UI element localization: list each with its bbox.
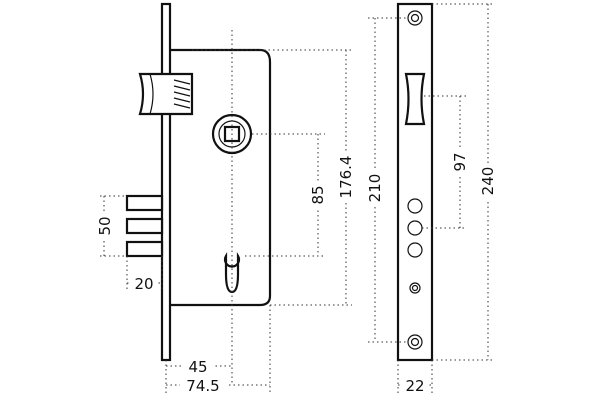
lock-body-side-view	[125, 2, 272, 362]
deadbolt-1	[125, 194, 164, 212]
dimension-50: 50	[96, 216, 114, 235]
latch-bolt	[138, 72, 194, 116]
front-view-dimension-lines	[368, 3, 492, 395]
latch-curve	[149, 73, 154, 115]
dimension-20: 20	[134, 275, 153, 293]
deadbolt-2	[125, 217, 164, 235]
dimension-210: 210	[366, 174, 384, 203]
latch-spring	[173, 79, 191, 109]
spindle-square	[223, 125, 241, 143]
dimension-labels: 45 74.5 20 50 85 176.4 210 97 240 22	[95, 148, 497, 395]
dimension-22: 22	[405, 377, 424, 395]
bolt-hole-1	[407, 198, 423, 214]
dimension-176-4: 176.4	[337, 156, 355, 199]
bolt-hole-3	[407, 242, 423, 258]
dimension-97: 97	[451, 152, 469, 171]
faceplate-front-view	[396, 2, 434, 362]
faceplate-front	[396, 2, 434, 362]
side-view-dimension-lines	[100, 30, 352, 395]
dimension-74-5: 74.5	[186, 377, 219, 395]
cylinder-profile	[223, 252, 241, 294]
dimension-45: 45	[188, 358, 207, 376]
faceplate	[160, 2, 172, 362]
dimension-240: 240	[479, 167, 497, 196]
latch-opening	[404, 72, 426, 126]
deadbolt-3	[125, 240, 164, 258]
dimension-85: 85	[309, 185, 327, 204]
bolt-hole-2	[407, 220, 423, 236]
case-outline	[170, 48, 272, 307]
